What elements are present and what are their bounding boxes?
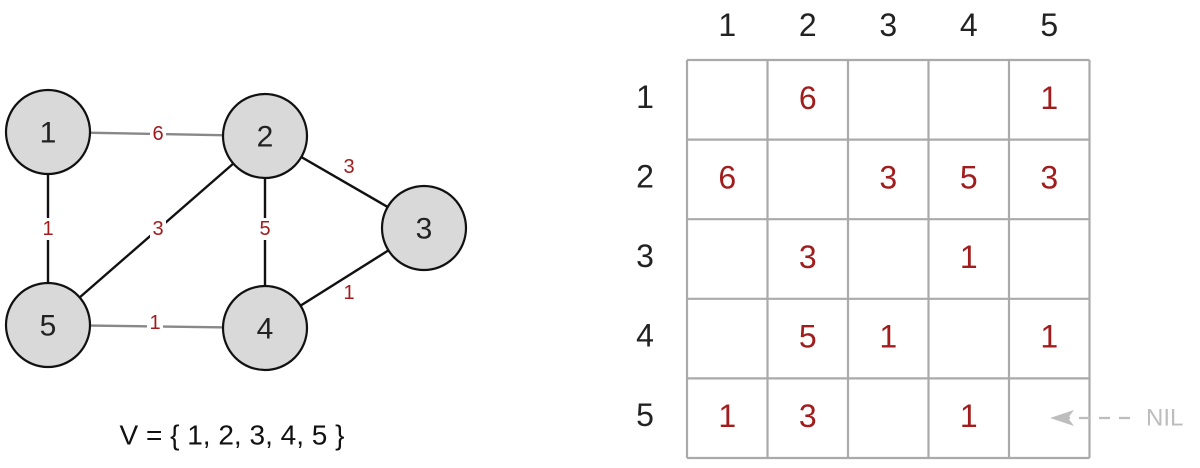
vertex-label: 1	[40, 117, 57, 150]
matrix-cell-5-4: 1	[960, 398, 978, 434]
vertex-circle	[221, 92, 309, 180]
adjacency-matrix: 1 2 3 4 5 1 2 3 4 5 6 1 6 3 5 3 3 1 5 1 1 1 3 1	[636, 7, 1091, 460]
vertex-3: 3	[380, 184, 468, 272]
edge-weight-background	[257, 218, 273, 240]
vertex-label: 4	[257, 313, 274, 346]
matrix-row-header-4: 4	[636, 318, 654, 354]
nil-label: NIL	[1146, 405, 1183, 432]
matrix-cell-5-2: 3	[799, 398, 817, 434]
matrix-cell-2-3: 3	[879, 159, 897, 195]
matrix-cell-3-4: 1	[960, 239, 978, 275]
vertex-label: 5	[40, 310, 57, 343]
matrix-cell-2-1: 6	[718, 159, 736, 195]
matrix-row-header-3: 3	[636, 238, 654, 274]
nil-annotation: NIL	[1050, 405, 1183, 432]
vertex-circle	[380, 184, 468, 272]
edge-weight-5-4: 1	[149, 312, 160, 334]
matrix-row-header-2: 2	[636, 158, 654, 194]
vertex-2: 2	[221, 92, 309, 180]
edge-weight-background	[341, 156, 357, 178]
matrix-cell-3-2: 3	[799, 239, 817, 275]
edge-weight-background	[150, 218, 166, 240]
matrix-col-header-2: 2	[799, 7, 817, 43]
vertex-circle	[221, 284, 309, 372]
matrix-cell-1-5: 1	[1040, 80, 1058, 116]
vertex-set-label: V = { 1, 2, 3, 4, 5 }	[120, 420, 345, 451]
matrix-row-header-1: 1	[636, 79, 654, 115]
vertex-label: 3	[416, 213, 433, 246]
matrix-cell-2-5: 3	[1040, 159, 1058, 195]
matrix-row-header-5: 5	[636, 397, 654, 433]
vertex-label: 2	[257, 121, 274, 154]
vertex-5: 5	[4, 281, 92, 369]
edge-weight-2-5: 3	[152, 218, 163, 240]
matrix-col-header-4: 4	[960, 7, 978, 43]
edge-weight-background	[147, 312, 163, 334]
edge-weight-2-3: 3	[343, 156, 354, 178]
matrix-cell-5-1: 1	[718, 398, 736, 434]
matrix-cell-2-4: 5	[960, 159, 978, 195]
edge-weight-1-5: 1	[42, 218, 53, 240]
vertex-circle	[4, 281, 92, 369]
matrix-cell-1-2: 6	[799, 80, 817, 116]
graph-nodes: 1 2 3 4 5	[4, 88, 468, 372]
edge-weight-background	[341, 282, 357, 304]
matrix-col-header-1: 1	[718, 7, 736, 43]
vertex-circle	[4, 88, 92, 176]
edge-weight-background	[150, 123, 166, 145]
vertex-1: 1	[4, 88, 92, 176]
edge-weight-3-4: 1	[343, 282, 354, 304]
matrix-col-header-3: 3	[879, 7, 897, 43]
edge-weight-2-4: 5	[259, 218, 270, 240]
matrix-cell-4-5: 1	[1040, 319, 1058, 355]
vertex-4: 4	[221, 284, 309, 372]
matrix-cell-4-2: 5	[799, 319, 817, 355]
matrix-cell-4-3: 1	[879, 319, 897, 355]
matrix-col-header-5: 5	[1040, 7, 1058, 43]
nil-arrowhead-icon	[1050, 410, 1074, 426]
edge-weight-background	[40, 218, 56, 240]
edge-weight-1-2: 6	[152, 123, 163, 145]
